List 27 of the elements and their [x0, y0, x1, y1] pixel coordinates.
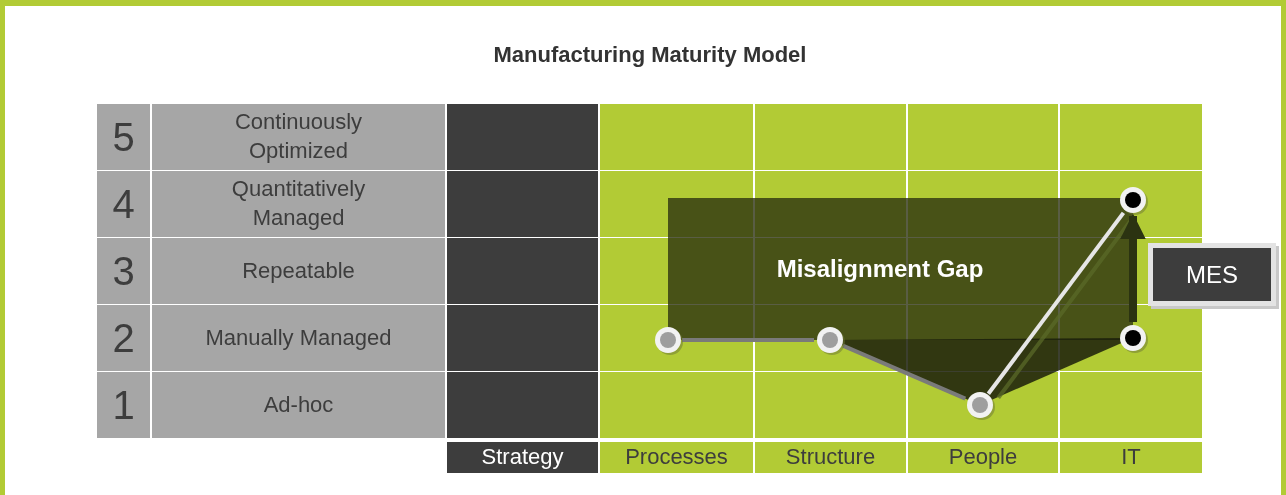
point-marker — [1119, 324, 1147, 352]
level-name: Repeatable — [152, 238, 445, 304]
level-number: 3 — [97, 238, 150, 304]
point-marker — [966, 391, 994, 419]
column-header: IT — [1060, 442, 1202, 473]
level-number: 5 — [97, 104, 150, 170]
point-marker — [1119, 186, 1147, 214]
title: Manufacturing Maturity Model — [492, 40, 808, 69]
level-number: 2 — [97, 305, 150, 371]
column-header: Processes — [600, 442, 753, 473]
point-marker — [816, 326, 844, 354]
level-name: Quantitatively Managed — [152, 171, 445, 237]
level-number: 4 — [97, 171, 150, 237]
connector-line — [986, 211, 1126, 395]
gap-label: Misalignment Gap — [775, 254, 985, 285]
connector-line — [842, 343, 967, 401]
level-number: 1 — [97, 372, 150, 438]
column-header: Structure — [755, 442, 906, 473]
point-marker — [654, 326, 682, 354]
level-name: Ad-hoc — [152, 372, 445, 438]
column-header: Strategy — [447, 442, 598, 473]
label-box: MES — [1148, 243, 1276, 306]
arrow — [1120, 213, 1146, 322]
level-name: Manually Managed — [152, 305, 445, 371]
column-header: People — [908, 442, 1058, 473]
level-name: Continuously Optimized — [152, 104, 445, 170]
connector-line — [682, 338, 814, 342]
